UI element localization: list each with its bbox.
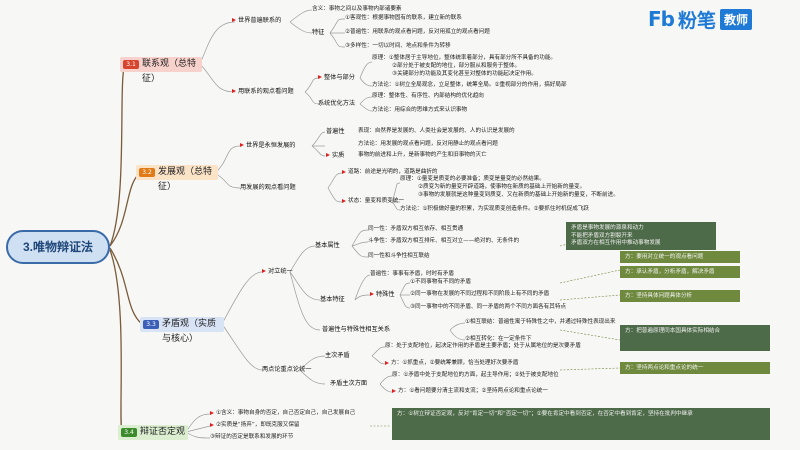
- node-xitong: 系统优化方法: [318, 100, 356, 107]
- node-liangdian: 两点论重点论统一: [262, 366, 312, 373]
- flag-icon: [385, 360, 389, 365]
- node-shizhi: 实质: [326, 152, 344, 159]
- node-hanyi: ①含义：事物自身的否定，自己否定自己，自己发展自己: [210, 410, 355, 417]
- node-zhuyao-yuan: 原：①矛盾中处于支配地位的方面，起主导作用；②处于被支配地位: [392, 372, 559, 378]
- branch-label: 矛盾观（实质与核心）: [162, 319, 217, 344]
- node-jiben-tz: 基本特征: [320, 296, 345, 303]
- node-jiben: 基本属性: [315, 242, 340, 249]
- branch-number: 3.1: [123, 60, 139, 69]
- flag-icon: [342, 169, 346, 174]
- node-duili: 对立统一: [262, 268, 293, 275]
- node-tesu-2: ②同一事物在发展的不同过程和不同阶段上有不同的矛盾: [410, 291, 550, 297]
- node-pubianxing-md: 普遍性：事事有矛盾，时时有矛盾: [370, 271, 454, 277]
- note-jiben: 矛盾是事物发展的源泉和动力 不能把矛盾双方割裂开来 矛盾双方在相互作用中推动事物…: [566, 222, 716, 250]
- node-zhuyao-fang: 方：①看问题要分清主流和支流；②坚持两点论和重点论统一: [392, 388, 548, 395]
- node-zhuci: 主次矛盾: [325, 352, 350, 359]
- branch-label: 联系观（总特征）: [142, 59, 197, 84]
- note-liangdian: 方：坚持两点论和重点论的统一: [620, 362, 770, 374]
- node-zhengti-3: ③关键部分的功能及其变化甚至对整体的功能起决定作用。: [392, 71, 537, 77]
- branch-number: 3.2: [139, 168, 155, 177]
- branch-label: 辩证否定观: [140, 427, 186, 437]
- note-pubian: 方：承认矛盾，分析矛盾，解决矛盾: [620, 266, 740, 278]
- node-zhengti-fangfa: 方法论：①树立全局观念，立足整体，统筹全局。②重视部分的作用，搞好局部: [372, 82, 567, 88]
- flag-icon: [262, 269, 266, 273]
- node-tongyixing: 同一性：矛盾双方相互依存、相互贯通: [368, 226, 464, 232]
- node-zhengti: 整体与部分: [318, 74, 355, 81]
- note-guanxi: 方：把普遍原理同本国具体实际相结合: [620, 325, 770, 351]
- note-duili-fangfa: 方：要用对立统一的观点看问题: [620, 251, 740, 263]
- node-daolu: 道路：前途是光明的，道路是曲折的: [342, 169, 438, 176]
- node-yong-fazhan: 用发展的观点看问题: [240, 184, 296, 191]
- node-shizhi-fd: ②实质是“扬弃”，即既克服又保留: [210, 422, 300, 429]
- node-zhuangtai-3: ③事物的发展就是这种量变到质变、又在新质的基础上开始新的量变，不断前进。: [418, 192, 619, 198]
- flag-icon: [232, 89, 236, 93]
- flag-icon: [240, 143, 244, 147]
- node-yong-lianxi: 用联系的观点看问题: [232, 88, 294, 95]
- flag-icon: [318, 75, 322, 79]
- flag-icon: [392, 388, 396, 393]
- node-pubianxing: ②普遍性：用联系的观点看问题，反对用孤立的观点看问题: [345, 29, 490, 35]
- flag-icon: [210, 422, 214, 427]
- branch-label: 发展观（总特征）: [158, 167, 213, 192]
- node-zhuangtai: 状态：量变和质变统一: [342, 198, 404, 205]
- node-zhuangtai-1: 原理：①量变是质变的必要准备；质变是量变的必然结果。: [400, 176, 545, 182]
- node-neihan: 含义：事物之间以及事物内部诸要素: [312, 6, 402, 12]
- flag-icon: [232, 18, 236, 22]
- node-duoyangxing: ③多样性：一切以时间、地点和条件为转移: [345, 43, 451, 49]
- brand-tag: 教师: [720, 8, 753, 30]
- node-douzhengxing: 斗争性：矛盾双方相互排斥、相互对立——绝对的、无条件的: [368, 238, 520, 244]
- note-tesu: 方：坚持具体问题具体分析: [620, 290, 740, 302]
- node-pubianxing-biaoxian: 表现：自然界是发展的、人类社会是发展的、人的认识是发展的: [358, 128, 515, 134]
- note-fouding: 方：①树立辩证否定观，反对“肯定一切”和“否定一切”；②要在肯定中看到否定，在否…: [392, 408, 770, 440]
- brand-mark: Fb: [648, 7, 675, 31]
- brand-name: 粉笔: [677, 10, 716, 32]
- flag-icon: [342, 198, 346, 203]
- node-xitong-yuanli: 原理：整体性、有序性、内部结构的优化趋向: [372, 93, 484, 99]
- node-tezheng: 特征: [312, 29, 325, 36]
- node-xitong-fangfa: 方法论：用综合的思维方式来认识事物: [372, 107, 468, 113]
- node-zhuangtai-fangfa: 方法论：①积极做好量的积累，为实现质变创造条件。②要抓住时机促成飞跃: [400, 206, 590, 212]
- node-guanjian: ③辩证的否定是联系和发展的环节: [210, 434, 294, 440]
- node-xianghu: 同一性和斗争性相互联结: [368, 253, 430, 259]
- flag-icon: [210, 410, 214, 415]
- root-node: 3.唯物辩证法: [6, 230, 110, 264]
- node-keguanxing: ①客观性：根据事物固有的联系，建立新的联系: [345, 15, 462, 21]
- node-fazhan-fangfa: 方法论：用发展的观点看问题，反对用静止的观点看问题: [358, 141, 498, 147]
- node-zhuci-yuan: 原：处于支配地位，起决定作用的矛盾是主要矛盾；处于从属地位的是次要矛盾: [385, 343, 581, 349]
- brand-logo: Fb 粉笔 教师: [648, 6, 753, 32]
- node-zhuyao: 矛盾主次方面: [330, 380, 368, 387]
- node-pubianxing-fz: 普遍性: [326, 128, 345, 135]
- node-guanxi-2: ②相互转化：在一定条件下: [465, 336, 532, 342]
- flag-icon: [326, 153, 330, 157]
- branch-number: 3.3: [143, 320, 159, 329]
- node-zhengti-1: 原理：①整体居于主导地位，整体统率着部分，具有部分所不具备的功能。: [372, 55, 557, 61]
- branch-number: 3.4: [121, 428, 137, 437]
- node-zhuangtai-2: ②质变为新的量变开辟道路，使事物在新质的基础上开始新的量变。: [418, 184, 586, 190]
- node-shijie-fazhan: 世界是永恒发展的: [240, 142, 296, 149]
- node-tesuxing: 特殊性: [370, 291, 395, 298]
- node-zhuci-fang: 方：①抓重点，②要统筹兼顾，恰当处理好次要矛盾: [385, 360, 519, 367]
- node-zhengti-2: ②部分处于被支配的地位，部分服从和服务于整体。: [392, 63, 521, 69]
- node-pubian-lianxi: 世界普遍联系的: [232, 17, 281, 24]
- node-guanxi-1: ①相互联结：普遍性寓于特殊性之中，并通过特殊性表现出来: [465, 319, 616, 325]
- node-shizhi-txt: 事物的前进和上升，是新事物的产生和旧事物的灭亡: [358, 152, 487, 158]
- node-tesu-3: ③同一事物中的不同矛盾、同一矛盾的两个不同方面各有其特点: [410, 304, 567, 310]
- flag-icon: [370, 292, 374, 296]
- node-tesu-1: ①不同事物有不同的矛盾: [410, 279, 471, 285]
- node-guanxi: 普遍性与特殊性相互关系: [322, 326, 391, 333]
